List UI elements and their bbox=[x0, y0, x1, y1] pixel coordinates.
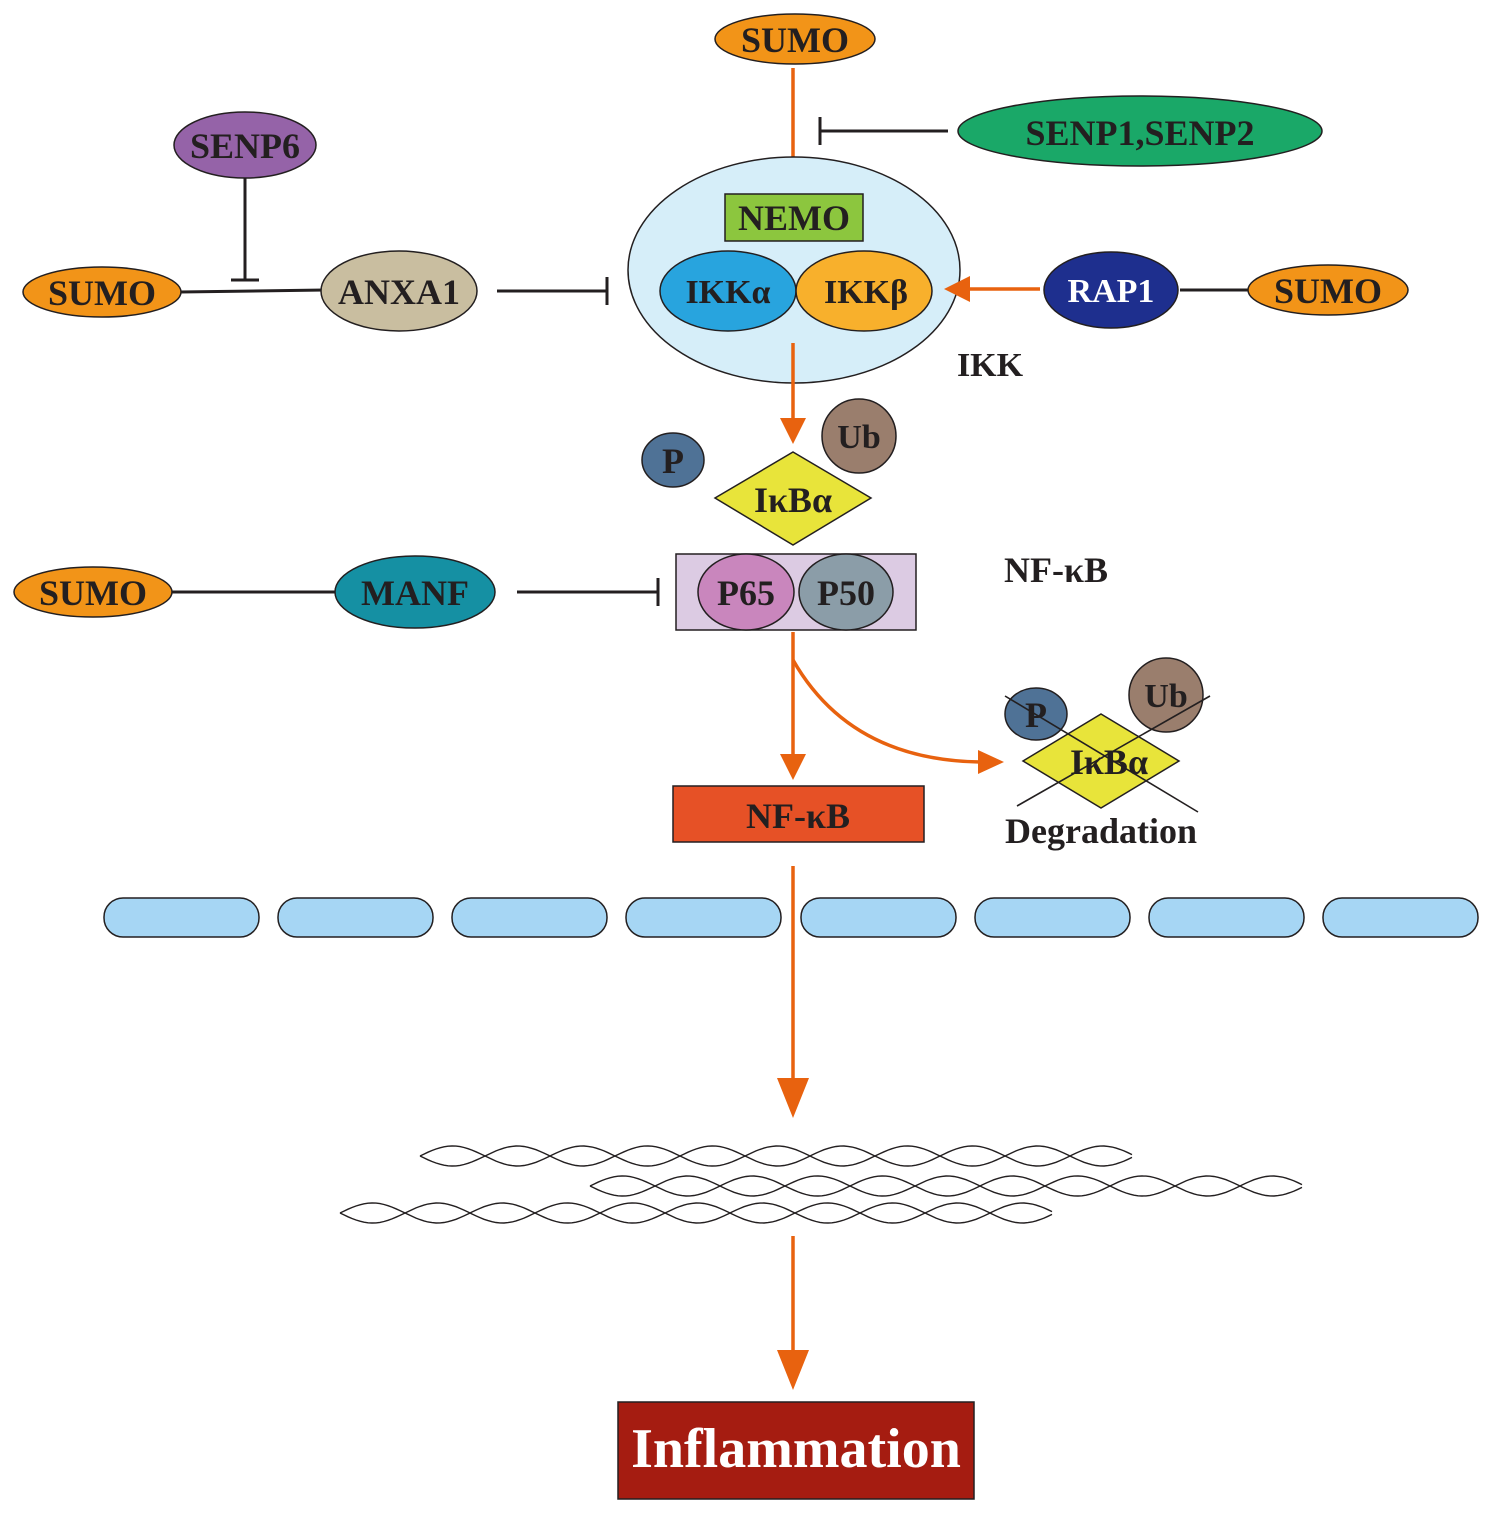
nfkb-active-node bbox=[672, 785, 925, 843]
sumo-manf-label: SUMO bbox=[39, 573, 147, 613]
dna-strand bbox=[419, 1145, 1133, 1167]
ikk-to-ikba-arrowhead bbox=[780, 418, 806, 444]
sumo-manf-node bbox=[13, 566, 173, 618]
sumo-left-label: SUMO bbox=[48, 273, 156, 313]
nfkb-release-arrowhead bbox=[780, 754, 806, 780]
senp1-senp2-label: SENP1,SENP2 bbox=[1025, 113, 1254, 153]
senp6-node bbox=[173, 111, 317, 179]
p65-label: P65 bbox=[717, 573, 775, 613]
inflammation-label: Inflammation bbox=[631, 1418, 961, 1480]
sumo-right-label: SUMO bbox=[1274, 271, 1382, 311]
membrane-segment bbox=[1148, 897, 1305, 938]
ikk-alpha-label: IKKα bbox=[685, 274, 770, 311]
membrane-segment bbox=[103, 897, 260, 938]
nfkb-active-label: NF-κB bbox=[746, 796, 850, 836]
senp6-label: SENP6 bbox=[190, 126, 300, 166]
p50-node bbox=[798, 553, 894, 631]
ub-upper-label: Ub bbox=[837, 419, 880, 456]
dna-strand bbox=[339, 1202, 1053, 1224]
manf-node bbox=[334, 555, 496, 629]
sumo-left-node bbox=[22, 266, 182, 318]
ikba-degraded-node bbox=[1021, 713, 1181, 809]
ikba-degradation-arrow bbox=[791, 659, 981, 764]
p50-label: P50 bbox=[817, 573, 875, 613]
membrane-segment bbox=[277, 897, 434, 938]
ikba-degraded-label: IκBα bbox=[1070, 742, 1148, 782]
membrane-segment bbox=[625, 897, 782, 938]
dna-strand bbox=[589, 1175, 1303, 1197]
nuclear-translocation-arrowhead bbox=[777, 1078, 809, 1118]
manf-label: MANF bbox=[361, 573, 469, 613]
dna-strand bbox=[589, 1175, 1303, 1197]
dna-strand bbox=[419, 1145, 1133, 1167]
sumo-top-label: SUMO bbox=[741, 20, 849, 60]
anxa1-label: ANXA1 bbox=[338, 272, 460, 312]
sumo-anxa1-link bbox=[179, 288, 326, 294]
ikk-beta-label: IKKβ bbox=[824, 274, 908, 311]
sumo-right-node bbox=[1247, 264, 1409, 316]
rap1-label: RAP1 bbox=[1068, 273, 1155, 310]
dna-strand bbox=[339, 1202, 1053, 1224]
ikba-upper-node bbox=[713, 451, 873, 546]
dna-strands bbox=[339, 1145, 1303, 1224]
inflammation-box bbox=[617, 1401, 975, 1500]
phospho-upper-node bbox=[641, 432, 705, 488]
degradation-cross-line-1 bbox=[1004, 695, 1199, 813]
rap1-to-ikk-arrowhead bbox=[944, 276, 970, 302]
degradation-label: Degradation bbox=[1005, 811, 1197, 851]
rap1-node bbox=[1043, 251, 1179, 329]
membrane-segment bbox=[1322, 897, 1479, 938]
ikk-beta-node bbox=[795, 250, 933, 332]
ikba-degradation-arrowhead bbox=[978, 750, 1004, 774]
membrane-segment bbox=[451, 897, 608, 938]
ub-upper-node bbox=[821, 398, 897, 474]
nemo-node bbox=[724, 193, 864, 242]
senp1-senp2-node bbox=[957, 95, 1323, 167]
nfkb-complex-label: NF-κB bbox=[1004, 550, 1108, 590]
membrane-segment bbox=[974, 897, 1131, 938]
anxa1-node bbox=[320, 250, 478, 332]
ub-degraded-label: Ub bbox=[1144, 678, 1187, 715]
degradation-cross-line-2 bbox=[1016, 695, 1211, 807]
ub-degraded-node bbox=[1128, 657, 1204, 733]
membrane-segment bbox=[800, 897, 957, 938]
p65-node bbox=[697, 553, 795, 631]
nemo-label: NEMO bbox=[738, 198, 850, 238]
sumo-top-node bbox=[714, 13, 876, 65]
nuclear-membrane bbox=[103, 897, 1479, 938]
phospho-upper-label: P bbox=[662, 441, 684, 481]
ikba-upper-label: IκBα bbox=[754, 480, 832, 520]
ikk-label: IKK bbox=[957, 347, 1024, 384]
transcription-arrowhead bbox=[777, 1350, 809, 1390]
